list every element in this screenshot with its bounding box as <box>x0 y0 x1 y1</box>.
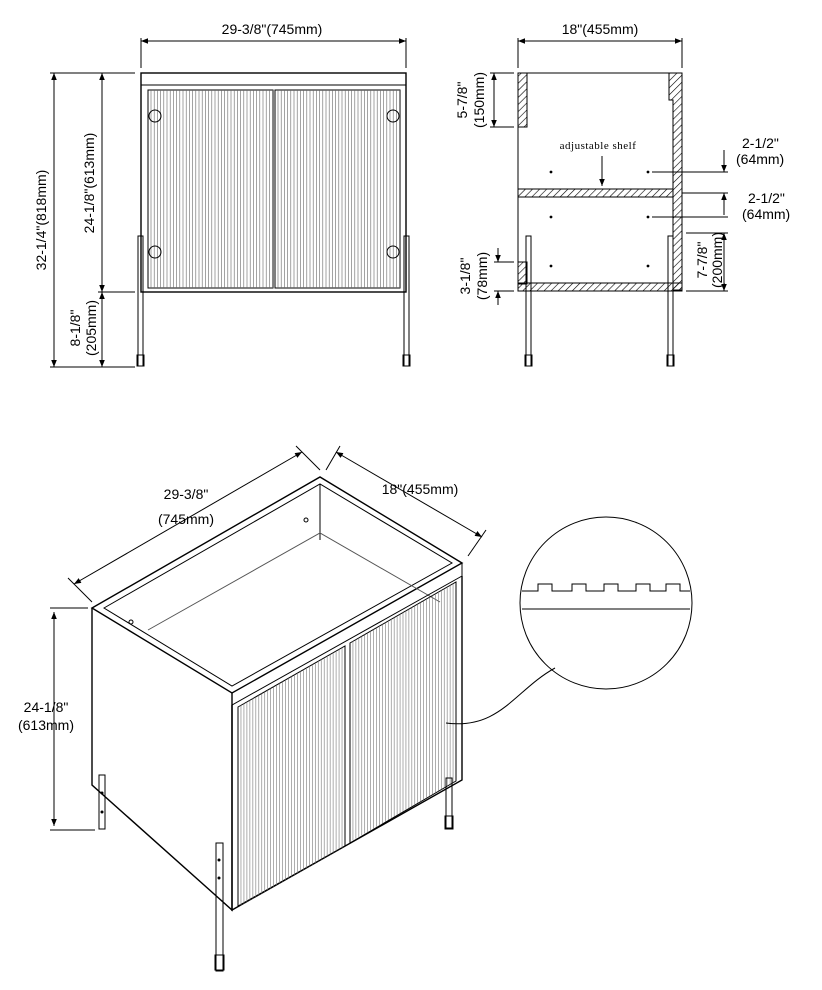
front-cabinet-height-label: 24-1/8"(613mm) <box>81 133 97 234</box>
hole-spacing-2-inch: 2-1/2" <box>748 190 785 206</box>
side-adjustable-shelf <box>517 188 674 198</box>
iso-hole <box>128 619 134 625</box>
side-bottom-rail-mm: (78mm) <box>474 252 490 300</box>
side-leg-front <box>525 235 532 367</box>
iso-front-rail <box>231 563 463 706</box>
iso-leg <box>445 777 453 829</box>
flute-profile-outline <box>522 583 690 592</box>
iso-width-inch: 29-3/8" <box>164 486 209 502</box>
iso-width-mm: (745mm) <box>158 511 214 527</box>
side-leg-back <box>667 235 674 367</box>
lower-hole-height-inch: 7-7/8" <box>694 242 710 279</box>
front-leg-right-foot <box>402 354 411 367</box>
hole-spacing-1-inch: 2-1/2" <box>742 135 779 151</box>
iso-leg <box>214 954 225 971</box>
front-leg-height-inch: 8-1/8" <box>67 310 83 347</box>
shelf-pin-hole <box>549 264 553 268</box>
hole-spacing-1-mm: (64mm) <box>736 151 784 167</box>
iso-height-mm: (613mm) <box>18 717 74 733</box>
front-total-height-label: 32-1/4"(818mm) <box>33 170 49 271</box>
lower-hole-height-mm: (200mm) <box>709 232 725 288</box>
iso-front-face <box>231 576 463 912</box>
iso-leg <box>444 815 454 830</box>
hole-spacing-2-mm: (64mm) <box>742 206 790 222</box>
shelf-pin-hole <box>646 215 650 219</box>
side-top-rail-inch: 5-7/8" <box>454 82 470 119</box>
iso-hole <box>100 791 104 795</box>
shelf-pin-hole <box>549 170 553 174</box>
iso-hole <box>100 810 104 814</box>
shelf-pin-hole <box>646 264 650 268</box>
hinge-marker <box>148 109 162 123</box>
side-top-front-rail <box>517 72 528 128</box>
iso-depth-label: 18"(455mm) <box>382 481 459 497</box>
side-bottom-rail-inch: 3-1/8" <box>457 258 473 295</box>
side-leg-back-foot <box>666 354 675 367</box>
side-section-view: 18"(455mm) 5-7/8" (150mm) adjustable she… <box>454 21 790 367</box>
hinge-marker <box>148 245 162 259</box>
door-flutes <box>150 90 400 288</box>
iso-hole <box>303 517 309 523</box>
side-depth-label: 18"(455mm) <box>562 21 639 37</box>
shelf-pin-hole <box>646 170 650 174</box>
detail-leader-line <box>445 667 556 725</box>
side-bottom-front-rail <box>517 261 528 285</box>
front-leg-height-mm: (205mm) <box>83 300 99 356</box>
front-view: 29-3/8"(745mm) 32-1/4"(818mm) 24-1/8"(61… <box>33 21 411 368</box>
front-door-right <box>274 89 401 289</box>
side-leg-front-foot <box>524 354 533 367</box>
front-width-label: 29-3/8"(745mm) <box>222 21 323 37</box>
shelf-pin-hole <box>549 215 553 219</box>
iso-hole <box>217 858 221 862</box>
iso-left-side <box>91 608 233 912</box>
iso-leg <box>98 774 106 830</box>
front-leg-left-foot <box>136 354 145 367</box>
hinge-marker <box>386 245 400 259</box>
hinge-marker <box>386 109 400 123</box>
side-back-panel <box>668 72 683 291</box>
iso-back-inner <box>147 532 441 631</box>
front-top-rail <box>140 72 407 86</box>
adjustable-shelf-label: adjustable shelf <box>560 140 637 152</box>
isometric-view: 29-3/8" (745mm) 18"(455mm) 24-1/8" (613m… <box>18 445 693 972</box>
side-bottom-panel <box>517 282 683 292</box>
iso-height-inch: 24-1/8" <box>24 699 69 715</box>
front-door-left <box>147 89 274 289</box>
flute-profile-detail <box>519 516 693 690</box>
iso-leg <box>215 842 224 972</box>
iso-hole <box>217 876 221 880</box>
iso-door-flutes <box>240 583 454 906</box>
side-top-rail-mm: (150mm) <box>471 72 487 128</box>
